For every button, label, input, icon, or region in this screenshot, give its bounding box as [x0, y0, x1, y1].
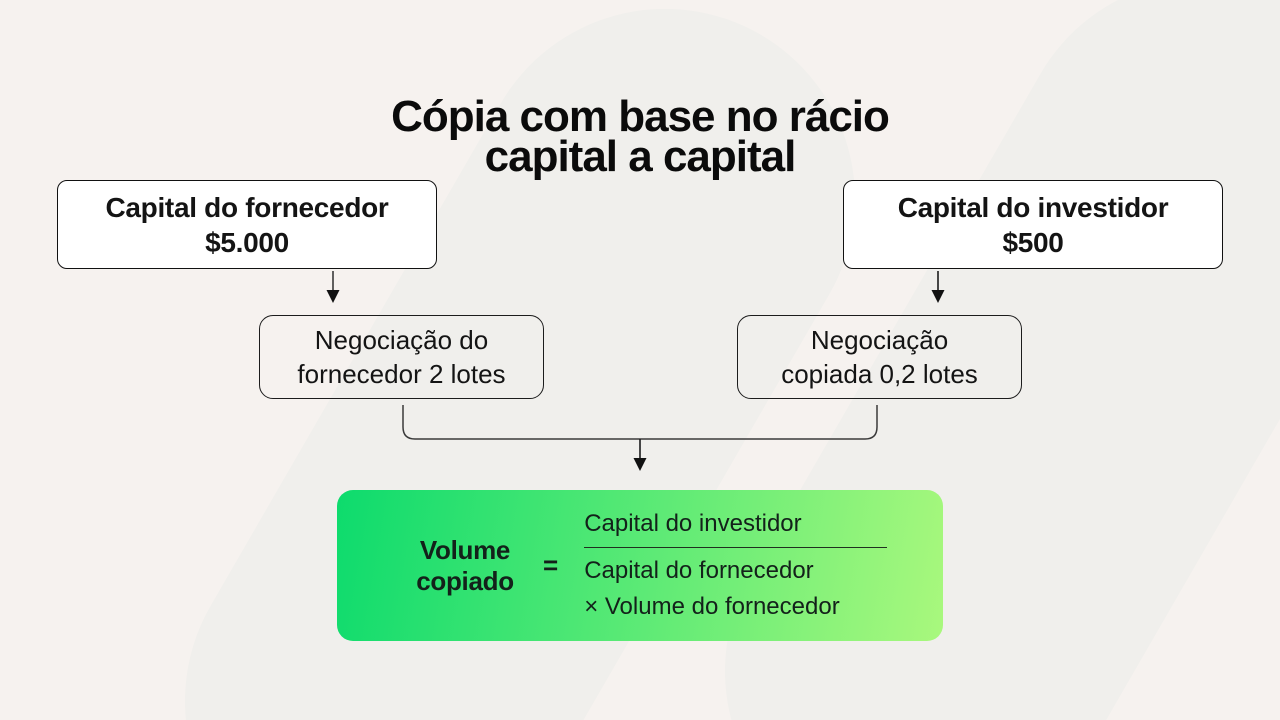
fraction-multiplier: × Volume do fornecedor [584, 593, 840, 620]
arrow-provider-down-icon [326, 271, 340, 303]
copied-trade-line2: copiada 0,2 lotes [781, 359, 978, 389]
page-title-line1: Cópia com base no rácio [391, 92, 890, 141]
investor-capital-value: $500 [1002, 226, 1064, 258]
provider-capital-value: $5.000 [205, 226, 289, 258]
provider-trade-line2: fornecedor 2 lotes [297, 359, 506, 389]
provider-trade-box: Negociação do fornecedor 2 lotes [259, 315, 544, 399]
copied-trade-line1: Negociação [810, 325, 949, 355]
formula-result-label: Volume copiado [409, 535, 521, 597]
provider-trade-line1: Negociação do [314, 325, 489, 355]
provider-capital-box: Capital do fornecedor $5.000 [57, 180, 437, 269]
formula-row: Volume copiado = Capital do investidor C… [337, 509, 888, 622]
investor-capital-box: Capital do investidor $500 [843, 180, 1223, 269]
provider-capital-label: Capital do fornecedor [105, 191, 389, 223]
fraction-denominator: Capital do fornecedor [584, 557, 814, 584]
investor-capital-label: Capital do investidor [897, 191, 1169, 223]
formula-result-line2: copiado [416, 565, 514, 596]
page-title-line2: capital a capital [484, 132, 797, 181]
formula-result-line1: Volume [419, 534, 511, 565]
copied-trade-box: Negociação copiada 0,2 lotes [737, 315, 1022, 399]
fraction-numerator: Capital do investidor [584, 509, 888, 548]
formula-fraction: Capital do investidor Capital do fornece… [584, 509, 888, 622]
page-title: Cópia com base no rácio capital a capita… [0, 92, 1280, 181]
copied-volume-formula-box: Volume copiado = Capital do investidor C… [337, 490, 943, 641]
equals-sign: = [543, 550, 559, 580]
